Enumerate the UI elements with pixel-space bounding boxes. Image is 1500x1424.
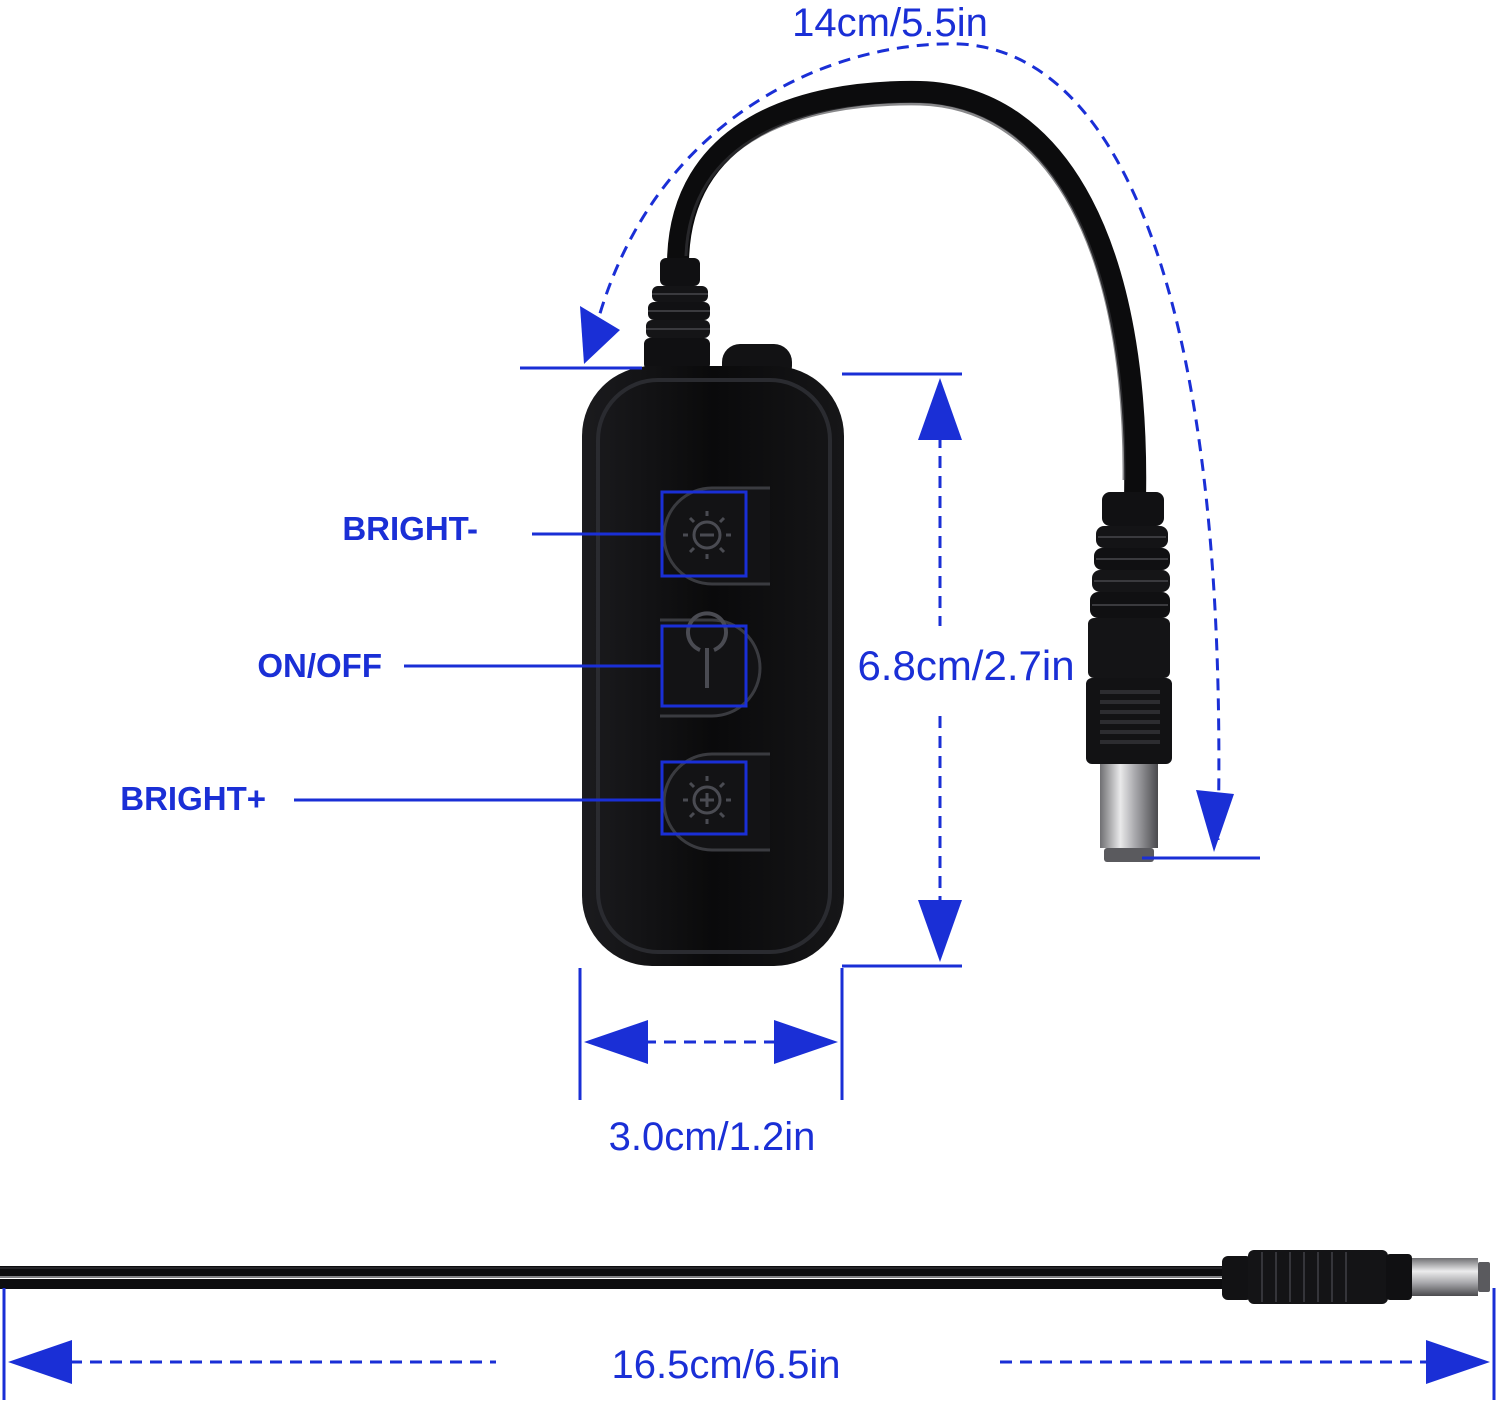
arrowhead-cable-left [8,1340,72,1384]
dimension-cable-top-label: 14cm/5.5in [792,1,988,45]
brightness-plus-icon [683,776,731,824]
dc-plug-upper [1086,492,1172,862]
dimension-height-label: 6.8cm/2.7in [857,642,1074,689]
arrowhead-arc-end [1196,790,1234,852]
arrowhead-width-left [584,1020,648,1064]
arrowhead-cable-right [1426,1340,1490,1384]
arrowhead-height-top [918,378,962,440]
dimension-width-label: 3.0cm/1.2in [609,1115,816,1159]
power-button[interactable] [660,611,762,718]
brightness-minus-icon [683,511,731,559]
arrowhead-height-bottom [918,900,962,962]
annotations [2,42,1496,1400]
lower-cable [0,1266,1240,1289]
upper-cable [667,80,1147,511]
controller-strain-relief [644,258,710,370]
arrowhead-width-right [774,1020,838,1064]
label-bright-minus: BRIGHT- [342,510,478,547]
dimension-cable-bottom-label: 16.5cm/6.5in [611,1343,840,1387]
bright-plus-button[interactable] [660,752,770,852]
dc-plug-lower [1222,1250,1490,1304]
arrowhead-arc-start [580,306,620,364]
label-bright-plus: BRIGHT+ [120,780,266,817]
label-on-off: ON/OFF [257,647,382,684]
power-icon [686,611,728,688]
bright-minus-button[interactable] [660,486,770,586]
